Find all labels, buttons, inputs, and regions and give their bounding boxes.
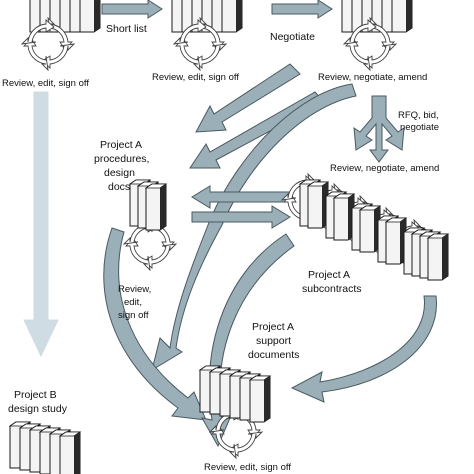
label-review-negotiate-mid: Review, negotiate, amend <box>330 163 439 174</box>
svg-text:documents: documents <box>248 349 299 361</box>
label-review-negotiate-top: Review, negotiate, amend <box>318 72 427 83</box>
label-rfq-1: RFQ, bid, <box>398 110 439 121</box>
doc-chain-subcontracts <box>281 173 449 281</box>
svg-text:Review,: Review, <box>118 284 151 295</box>
svg-text:sign off: sign off <box>118 310 149 321</box>
label-project-a-procedures: Project A procedures, design docs <box>94 139 149 193</box>
svg-text:Project A: Project A <box>100 139 142 151</box>
svg-text:docs: docs <box>108 181 130 193</box>
arrow-subcontracts-to-bottom <box>201 233 295 448</box>
label-rfq-2: negotiate <box>400 122 439 133</box>
svg-text:Project B: Project B <box>14 389 57 401</box>
svg-text:design: design <box>104 167 135 179</box>
label-review-top-mid: Review, edit, sign off <box>152 72 239 83</box>
arrow-procedures-to-bottom <box>103 227 207 421</box>
doc-stack-support <box>199 365 271 423</box>
svg-text:subcontracts: subcontracts <box>302 283 362 295</box>
svg-text:design study: design study <box>8 403 68 415</box>
label-project-b: Project B design study <box>8 389 68 415</box>
arrow-curve-left-down <box>151 83 357 372</box>
doc-stack-procedures <box>129 179 167 231</box>
label-review-top-left: Review, edit, sign off <box>2 78 89 89</box>
svg-text:Project A: Project A <box>252 321 294 333</box>
label-short-list: Short list <box>106 23 147 35</box>
label-support-documents: Project A support documents <box>248 321 299 361</box>
arrow-rfq-branch <box>353 95 405 163</box>
svg-text:support: support <box>256 335 291 347</box>
arrow-procedures-to-subcontracts <box>191 205 291 229</box>
label-review-left: Review, edit, sign off <box>118 284 151 321</box>
arrow-to-project-b <box>23 91 59 358</box>
arrow-subcontracts-to-support <box>290 295 437 403</box>
arrow-short-list <box>101 0 163 19</box>
doc-stack-project-b <box>9 421 81 474</box>
arrow-diagonal-1 <box>195 63 301 133</box>
label-negotiate: Negotiate <box>270 31 315 43</box>
label-review-bottom: Review, edit, sign off <box>204 462 291 473</box>
svg-text:edit,: edit, <box>124 297 142 308</box>
arrow-negotiate <box>271 0 333 19</box>
label-subcontracts: Project A subcontracts <box>302 269 362 295</box>
arrow-subcontracts-to-procedures <box>191 185 291 209</box>
svg-text:Project A: Project A <box>308 269 350 281</box>
svg-text:procedures,: procedures, <box>94 153 149 165</box>
